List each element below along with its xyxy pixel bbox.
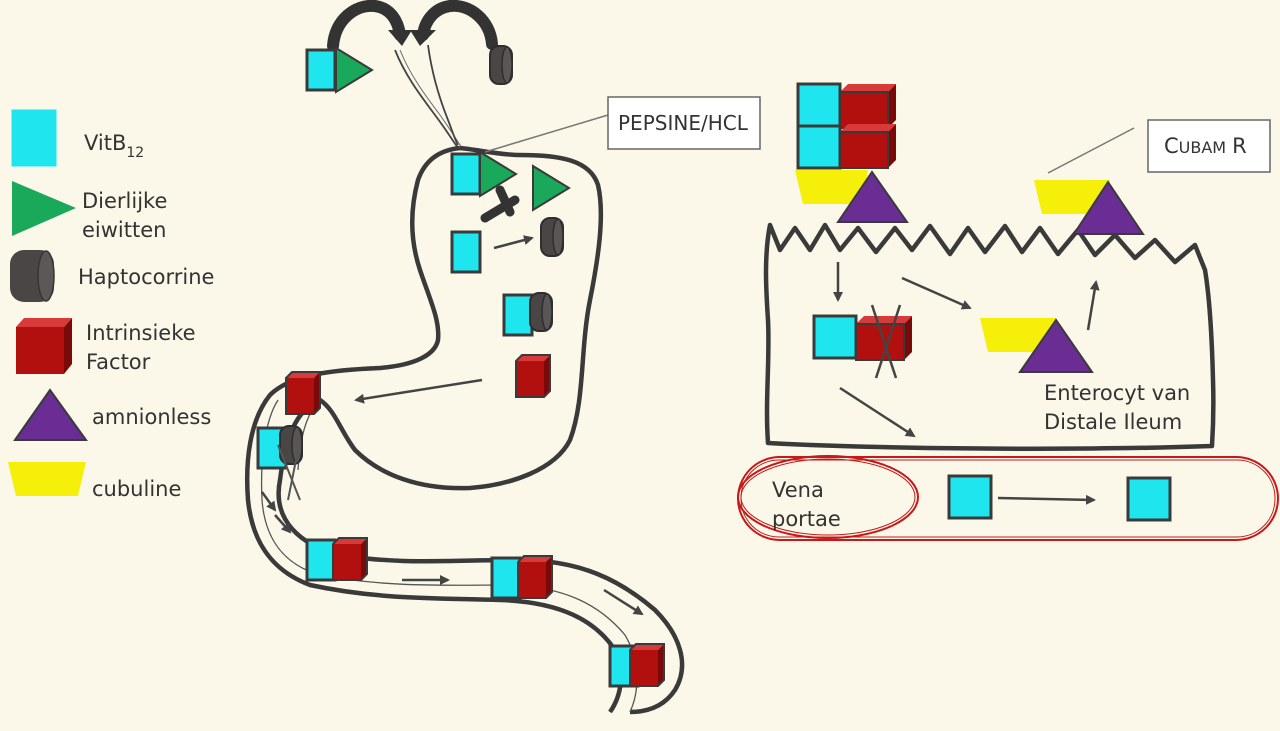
vitb12-blood-1 xyxy=(947,474,993,520)
vitb12-protein-complex-stomach xyxy=(450,151,517,197)
cubam-box xyxy=(1147,119,1271,173)
legend: VitB12 Dierlijke eiwitten Haptocorrine I… xyxy=(8,109,214,501)
vitb12-if-degraded xyxy=(812,304,912,379)
red-cube-icon xyxy=(16,318,72,374)
yellow-trapezoid-icon xyxy=(8,462,86,496)
enterocyte-label-line1: Enterocyt van xyxy=(1044,381,1190,405)
cubam-receptor-left xyxy=(795,170,909,223)
haptocorrin-stomach xyxy=(540,217,564,257)
enterocyte-label-line2: Distale Ileum xyxy=(1044,410,1182,434)
pepsine-box xyxy=(607,96,761,150)
vitb12-if-complex-3 xyxy=(608,643,665,688)
cubam-recycled xyxy=(980,318,1094,373)
protein-free-stomach xyxy=(532,165,570,211)
intrinsic-factor-stomach xyxy=(515,354,551,398)
curved-arrow-left xyxy=(327,0,406,52)
vena-label-line1: Vena xyxy=(772,478,824,502)
legend-amnionless-label: amnionless xyxy=(92,405,211,429)
legend-if-line2: Factor xyxy=(86,350,151,374)
legend-vitb12-label: VitB12 xyxy=(84,131,144,161)
split-arrow-icon xyxy=(480,185,520,223)
vitb12-haptocorrin-complex xyxy=(502,292,553,337)
legend-if-line1: Intrinsieke xyxy=(86,321,196,345)
stomach-outline xyxy=(276,145,685,715)
grey-cylinder-icon xyxy=(10,250,55,302)
vitb12-if-stack xyxy=(796,82,896,170)
green-triangle-icon xyxy=(12,181,76,236)
vena-portae xyxy=(737,455,1279,541)
cyan-square-icon xyxy=(11,109,57,167)
vena-label-line2: portae xyxy=(772,507,841,531)
vitb12-if-complex-1 xyxy=(305,537,368,582)
legend-protein-line2: eiwitten xyxy=(82,218,166,242)
legend-protein-line1: Dierlijke xyxy=(82,189,167,213)
curved-arrow-right xyxy=(417,0,498,50)
intrinsic-factor-duodenum xyxy=(285,371,321,415)
purple-triangle-icon xyxy=(13,388,88,441)
vitb12-if-complex-2 xyxy=(490,555,553,600)
pepsine-label: PEPSINE/HCL xyxy=(618,111,749,135)
vitb12-free-stomach xyxy=(450,230,482,274)
stomach-intestine xyxy=(244,44,685,715)
legend-cubulin-label: cubuline xyxy=(92,477,181,501)
vitb12-protein-complex-mouth xyxy=(305,47,373,93)
cubam-receptor-right xyxy=(1034,180,1145,235)
legend-haptocorrin-label: Haptocorrine xyxy=(78,265,214,289)
haptocorrin-mouth xyxy=(489,45,513,85)
vitb12-blood-2 xyxy=(1126,476,1172,522)
